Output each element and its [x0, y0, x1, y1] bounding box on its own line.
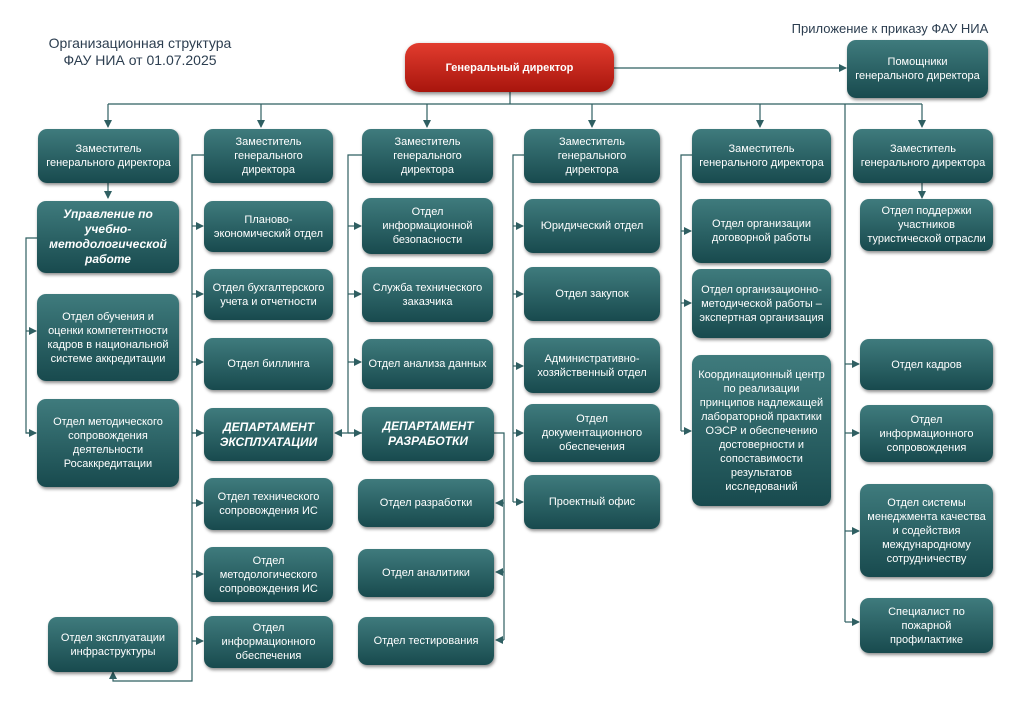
chart-title: Организационная структура ФАУ НИА от 01.… — [40, 35, 240, 69]
col5-unit-3-box: Координационный центр по реализации прин… — [692, 355, 831, 506]
col3-dept-unit-1-box: Отдел разработки — [358, 479, 494, 527]
col6-unit-5-box: Специалист по пожарной профилактике — [860, 598, 993, 653]
col3-unit-2-box: Служба технического заказчика — [362, 267, 493, 322]
col4-unit-5-box: Проектный офис — [524, 475, 660, 529]
chart-title-line1: Организационная структура — [48, 35, 232, 51]
deputy-3-box: Заместитель генерального директора — [362, 129, 493, 183]
chart-title-line2: ФАУ НИА от 01.07.2025 — [63, 52, 217, 68]
col6-unit-1-box: Отдел поддержки участников туристической… — [860, 199, 993, 251]
col2-dept-unit-1-box: Отдел технического сопровождения ИС — [204, 478, 333, 530]
development-dept-box: ДЕПАРТАМЕНТ РАЗРАБОТКИ — [362, 407, 494, 461]
assistants-box: Помощники генерального директора — [847, 40, 988, 98]
col4-unit-4-box: Отдел документационного обеспечения — [524, 404, 660, 462]
exploitation-dept-box: ДЕПАРТАМЕНТ ЭКСПЛУАТАЦИИ — [204, 408, 333, 461]
general-director-box: Генеральный директор — [405, 43, 614, 92]
deputy-5-box: Заместитель генерального директора — [692, 129, 831, 183]
col2-unit-3-box: Отдел биллинга — [204, 338, 333, 390]
col4-unit-2-box: Отдел закупок — [524, 267, 660, 321]
col1-unit-2-box: Отдел методического сопровождения деятел… — [37, 399, 179, 487]
col6-unit-3-box: Отдел информационного сопровождения — [860, 405, 993, 462]
col3-unit-3-box: Отдел анализа данных — [362, 339, 493, 389]
deputy-6-box: Заместитель генерального директора — [853, 129, 993, 183]
col3-unit-1-box: Отдел информационной безопасности — [362, 198, 493, 254]
col3-dept-unit-3-box: Отдел тестирования — [358, 617, 494, 665]
col4-unit-3-box: Административно-хозяйственный отдел — [524, 338, 660, 393]
col5-unit-1-box: Отдел организации договорной работы — [692, 199, 831, 263]
deputy-2-box: Заместитель генерального директора — [204, 129, 333, 183]
deputy-4-box: Заместитель генерального директора — [524, 129, 660, 183]
appendix-note: Приложение к приказу ФАУ НИА — [791, 21, 989, 36]
col2-dept-unit-3-box: Отдел информационного обеспечения — [204, 616, 333, 668]
col1-unit-1-box: Отдел обучения и оценки компетентности к… — [37, 294, 179, 381]
deputy-1-box: Заместитель генерального директора — [38, 129, 179, 183]
col2-dept-unit-2-box: Отдел методологического сопровождения ИС — [204, 547, 333, 602]
col6-unit-2-box: Отдел кадров — [860, 339, 993, 390]
infrastructure-unit-box: Отдел эксплуатации инфраструктуры — [48, 617, 178, 672]
col6-unit-4-box: Отдел системы менеджмента качества и сод… — [860, 484, 993, 577]
col3-dept-unit-2-box: Отдел аналитики — [358, 549, 494, 597]
col4-unit-1-box: Юридический отдел — [524, 199, 660, 253]
col2-unit-1-box: Планово-экономический отдел — [204, 201, 333, 252]
col2-unit-2-box: Отдел бухгалтерского учета и отчетности — [204, 269, 333, 320]
col5-unit-2-box: Отдел организационно-методической работы… — [692, 269, 831, 338]
uchebno-metodolog-dept-box: Управление по учебно-методологической ра… — [37, 201, 179, 273]
